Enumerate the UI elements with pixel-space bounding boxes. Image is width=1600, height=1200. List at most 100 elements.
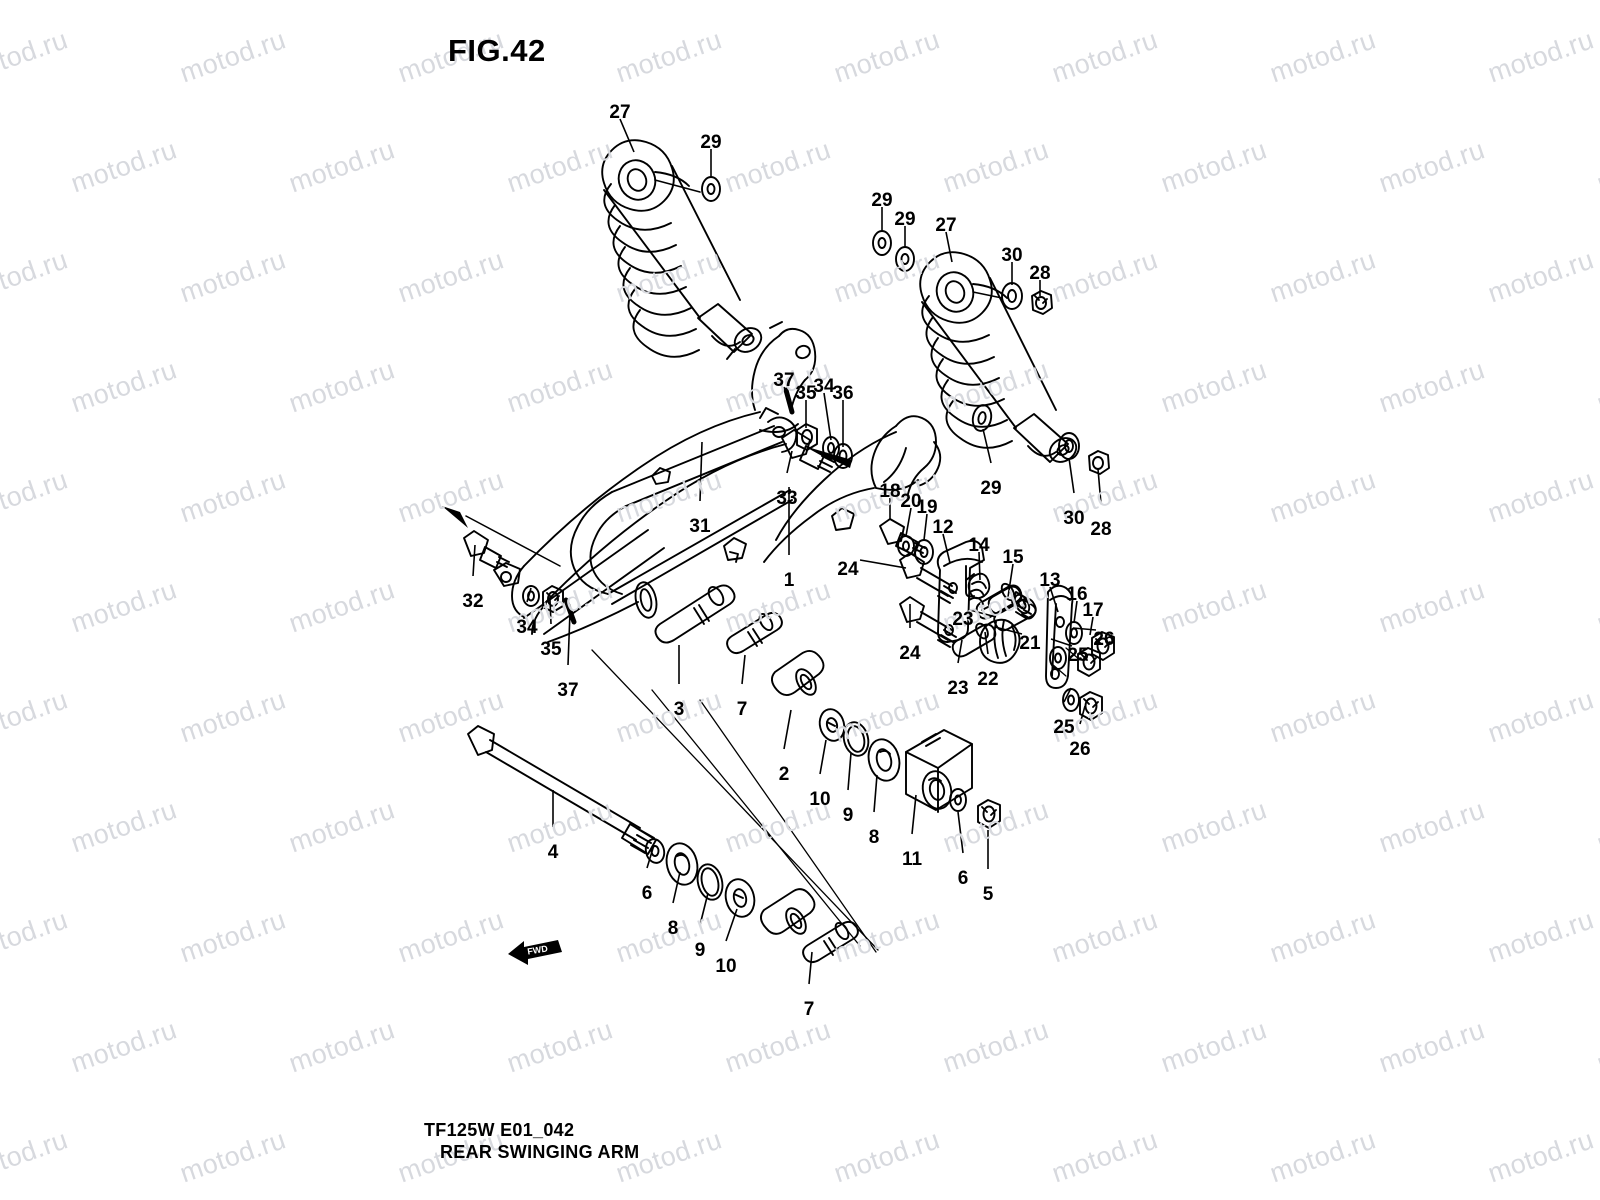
caption-assembly-name: REAR SWINGING ARM [440, 1142, 640, 1162]
leader-line-21 [994, 626, 1023, 635]
oring-9-bottom [696, 863, 724, 901]
part-callout-28[interactable]: 28 [1029, 263, 1051, 284]
bolt-24-upper [899, 552, 957, 604]
svg-text:FWD: FWD [527, 943, 549, 956]
leader-line-31 [699, 441, 703, 502]
leader-line-9 [699, 892, 709, 926]
leader-line-28 [1097, 468, 1102, 505]
part-callout-27[interactable]: 27 [609, 102, 631, 123]
bolt-24-lower [899, 596, 957, 648]
leader-line-11 [911, 794, 917, 835]
leader-line-24 [859, 559, 907, 569]
part-callout-13[interactable]: 13 [1039, 570, 1061, 591]
nut-26-upper [1077, 647, 1101, 677]
nut-5 [977, 799, 1001, 829]
part-callout-12[interactable]: 12 [932, 517, 954, 538]
part-callout-27[interactable]: 27 [935, 215, 957, 236]
part-callout-30[interactable]: 30 [1063, 508, 1085, 529]
part-callout-30[interactable]: 30 [1001, 245, 1023, 266]
part-callout-10[interactable]: 10 [715, 956, 737, 977]
bolt-32 [463, 530, 510, 569]
part-callout-23[interactable]: 23 [947, 678, 969, 699]
part-callout-29[interactable]: 29 [894, 209, 916, 230]
part-callout-22[interactable]: 22 [977, 669, 999, 690]
part-callout-29[interactable]: 29 [700, 132, 722, 153]
part-callout-25[interactable]: 25 [1053, 717, 1075, 738]
nut-35-left [542, 585, 564, 613]
part-callout-37[interactable]: 37 [557, 680, 579, 701]
leader-line-30 [1068, 457, 1075, 494]
part-callout-2[interactable]: 2 [778, 764, 790, 785]
part-callout-17[interactable]: 17 [1082, 600, 1104, 621]
leader-line-23 [957, 639, 963, 664]
pin-37-upper [783, 387, 795, 415]
leader-line-22 [984, 631, 989, 655]
part-callout-18[interactable]: 18 [879, 481, 901, 502]
part-callout-26[interactable]: 26 [1069, 739, 1091, 760]
part-callout-29[interactable]: 29 [871, 190, 893, 211]
spacer-2-bottom [760, 888, 816, 935]
part-callout-26[interactable]: 26 [1093, 629, 1115, 650]
part-callout-34[interactable]: 34 [516, 617, 538, 638]
leader-line-10 [725, 908, 738, 942]
part-callout-35[interactable]: 35 [795, 383, 817, 404]
part-callout-21[interactable]: 21 [1019, 633, 1041, 654]
part-callout-24[interactable]: 24 [899, 643, 921, 664]
part-callout-33[interactable]: 33 [776, 488, 798, 509]
leader-line-25 [1050, 638, 1073, 647]
part-callout-4[interactable]: 4 [547, 842, 559, 863]
leader-line-16 [1073, 600, 1078, 624]
leader-line-17 [1089, 616, 1094, 636]
part-callout-6[interactable]: 6 [957, 868, 969, 889]
part-callout-29[interactable]: 29 [980, 478, 1002, 499]
washer-6-right [949, 788, 967, 812]
bushing-21 [993, 593, 1037, 632]
spacer-23-upper [975, 582, 1023, 620]
part-callout-3[interactable]: 3 [673, 699, 685, 720]
part-callout-31[interactable]: 31 [689, 516, 711, 537]
part-callout-8[interactable]: 8 [868, 827, 880, 848]
leader-line-33 [786, 450, 793, 474]
leader-line-27 [945, 231, 953, 263]
part-callout-7[interactable]: 7 [736, 699, 748, 720]
spacer-3 [654, 584, 736, 644]
part-callout-16[interactable]: 16 [1066, 584, 1088, 605]
hub-11 [905, 729, 973, 813]
bushing-7-upper [726, 611, 783, 655]
part-callout-37[interactable]: 37 [773, 370, 795, 391]
washer-29-arm [971, 404, 993, 432]
part-callout-36[interactable]: 36 [832, 383, 854, 404]
part-callout-20[interactable]: 20 [900, 491, 922, 512]
nut-28-upper [1031, 290, 1053, 315]
leader-line-7 [808, 951, 813, 985]
caption-model-code: TF125W E01_042 [424, 1120, 575, 1140]
leader-line-6 [957, 811, 964, 854]
part-callout-34[interactable]: 34 [813, 376, 835, 397]
part-callout-1[interactable]: 1 [783, 570, 795, 591]
leader-line-35 [549, 599, 552, 625]
part-callout-5[interactable]: 5 [982, 884, 994, 905]
part-callout-7[interactable]: 7 [803, 999, 815, 1020]
part-callout-11[interactable]: 11 [901, 849, 923, 870]
leader-line-15 [1007, 563, 1014, 598]
part-callout-25[interactable]: 25 [1067, 645, 1089, 666]
part-callout-6[interactable]: 6 [641, 883, 653, 904]
long-bolt-4 [467, 725, 657, 855]
part-callout-9[interactable]: 9 [694, 940, 706, 961]
part-callout-28[interactable]: 28 [1090, 519, 1112, 540]
part-callout-9[interactable]: 9 [842, 805, 854, 826]
part-callout-8[interactable]: 8 [667, 918, 679, 939]
part-callout-32[interactable]: 32 [462, 591, 484, 612]
part-callout-24[interactable]: 24 [837, 559, 859, 580]
part-callout-23[interactable]: 23 [952, 609, 974, 630]
part-callout-10[interactable]: 10 [809, 789, 831, 810]
leader-line-6 [646, 844, 655, 869]
leader-line-37 [567, 611, 571, 666]
part-callout-15[interactable]: 15 [1002, 547, 1024, 568]
leader-line-9 [847, 752, 852, 791]
part-callout-19[interactable]: 19 [916, 497, 938, 518]
part-callout-35[interactable]: 35 [540, 639, 562, 660]
part-callout-14[interactable]: 14 [968, 535, 990, 556]
